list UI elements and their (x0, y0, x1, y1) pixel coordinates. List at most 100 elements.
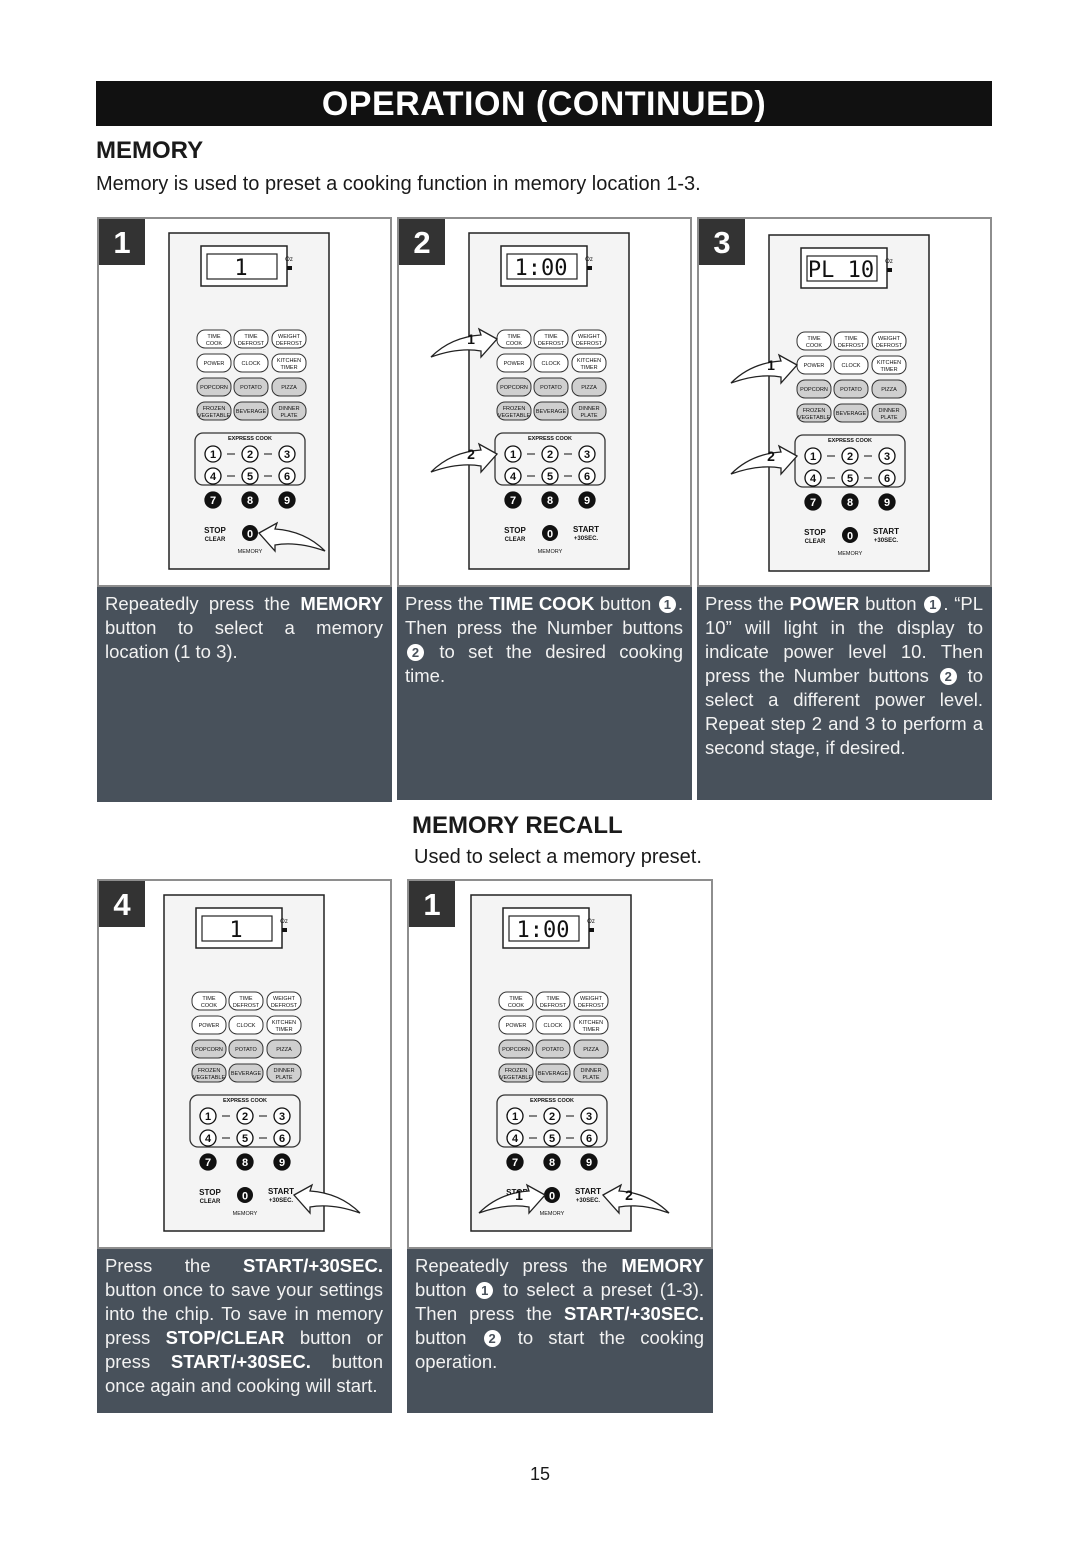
panel-button (228, 991, 264, 1011)
memory-label: MEMORY (238, 549, 263, 555)
digit-button (204, 467, 222, 485)
digit-button (841, 447, 859, 465)
digit-button (580, 1107, 598, 1125)
svg-text:9: 9 (284, 495, 290, 507)
svg-text:WEIGHT: WEIGHT (878, 336, 901, 342)
svg-text:TIME: TIME (207, 334, 220, 340)
svg-text:7: 7 (510, 495, 516, 507)
svg-text:TIME: TIME (844, 336, 857, 342)
svg-text:POPCORN: POPCORN (500, 385, 528, 391)
svg-text:FROZEN: FROZEN (503, 406, 526, 412)
svg-text:4: 4 (512, 1133, 519, 1145)
svg-text:POTATO: POTATO (840, 387, 862, 393)
svg-text:TIME: TIME (507, 334, 520, 340)
svg-text:COOK: COOK (206, 341, 223, 347)
panel-button (266, 1039, 302, 1059)
pointer-arrow-icon (730, 353, 799, 385)
svg-text:3: 3 (586, 1111, 592, 1123)
svg-text:FROZEN: FROZEN (203, 406, 226, 412)
panel-button (571, 377, 607, 397)
digit-button (542, 525, 558, 541)
svg-text:1: 1 (210, 449, 216, 461)
svg-text:8: 8 (847, 497, 853, 509)
svg-text:1: 1 (512, 1111, 518, 1123)
svg-text:PIZZA: PIZZA (881, 387, 897, 393)
display-window (201, 915, 273, 942)
panel-button (496, 401, 532, 421)
page-number: 15 (529, 1464, 551, 1484)
memory-recall-heading: MEMORY RECALL (412, 812, 623, 839)
digit-button (506, 1129, 524, 1147)
panel-button (271, 329, 307, 349)
panel-frame (163, 894, 325, 1232)
svg-text:WEIGHT: WEIGHT (273, 996, 296, 1002)
oz-indicator: Oz (885, 259, 893, 265)
svg-text:KITCHEN: KITCHEN (277, 358, 301, 364)
svg-text:POTATO: POTATO (240, 385, 262, 391)
panel-button (196, 329, 232, 349)
svg-text:FROZEN: FROZEN (198, 1068, 221, 1074)
digit-button (273, 1129, 291, 1147)
svg-text:5: 5 (549, 1133, 555, 1145)
svg-text:5: 5 (547, 471, 553, 483)
indicator-mark (282, 928, 287, 932)
start-label: START (575, 1187, 601, 1196)
memory-label: MEMORY (838, 551, 863, 557)
svg-text:POWER: POWER (804, 363, 825, 369)
panel-button (228, 1015, 264, 1035)
svg-text:8: 8 (547, 495, 553, 507)
digit-button (804, 493, 822, 511)
svg-text:0: 0 (847, 531, 853, 543)
plus30-label: +30SEC. (574, 536, 599, 542)
step-number: 1 (99, 219, 145, 265)
svg-text:2: 2 (847, 451, 853, 463)
svg-text:POWER: POWER (506, 1023, 527, 1029)
svg-text:WEIGHT: WEIGHT (580, 996, 603, 1002)
svg-text:KITCHEN: KITCHEN (577, 358, 601, 364)
svg-text:PIZZA: PIZZA (583, 1047, 599, 1053)
express-cook-label: EXPRESS COOK (828, 438, 872, 444)
clear-label: CLEAR (805, 539, 826, 545)
panel-button (496, 377, 532, 397)
svg-text:4: 4 (210, 471, 217, 483)
digit-button (199, 1129, 217, 1147)
digit-button (578, 491, 596, 509)
indicator-mark (587, 266, 592, 270)
svg-text:8: 8 (247, 495, 253, 507)
display-readout: 1:00 (517, 918, 570, 943)
pointer-arrow-icon (430, 442, 499, 474)
svg-text:COOK: COOK (806, 343, 823, 349)
panel-button (266, 1015, 302, 1035)
svg-text:2: 2 (247, 449, 253, 461)
panel-button (266, 991, 302, 1011)
express-cook-label: EXPRESS COOK (228, 436, 272, 442)
express-cook-label: EXPRESS COOK (223, 1098, 267, 1104)
oz-indicator: Oz (285, 257, 293, 263)
digit-button (804, 469, 822, 487)
svg-text:VEGETABLE: VEGETABLE (500, 1075, 533, 1081)
svg-text:KITCHEN: KITCHEN (877, 360, 901, 366)
panel-button (796, 403, 832, 423)
svg-text:5: 5 (242, 1133, 248, 1145)
stop-label: STOP (204, 526, 226, 535)
digit-button (544, 1187, 560, 1203)
start-label: START (873, 527, 899, 536)
step-number: 2 (399, 219, 445, 265)
svg-text:VEGETABLE: VEGETABLE (198, 413, 231, 419)
memory-intro: Memory is used to preset a cooking funct… (96, 173, 701, 195)
panel-frame (468, 232, 630, 570)
svg-text:BEVERAGE: BEVERAGE (231, 1071, 262, 1077)
svg-text:DEFROST: DEFROST (276, 341, 303, 347)
svg-text:5: 5 (847, 473, 853, 485)
digit-button (241, 491, 259, 509)
svg-text:POWER: POWER (199, 1023, 220, 1029)
svg-text:DEFROST: DEFROST (271, 1003, 298, 1009)
digit-button (504, 467, 522, 485)
panel-button (233, 377, 269, 397)
svg-text:6: 6 (284, 471, 290, 483)
svg-text:7: 7 (210, 495, 216, 507)
step-number: 1 (409, 881, 455, 927)
pointer-arrow-icon (601, 1183, 670, 1215)
